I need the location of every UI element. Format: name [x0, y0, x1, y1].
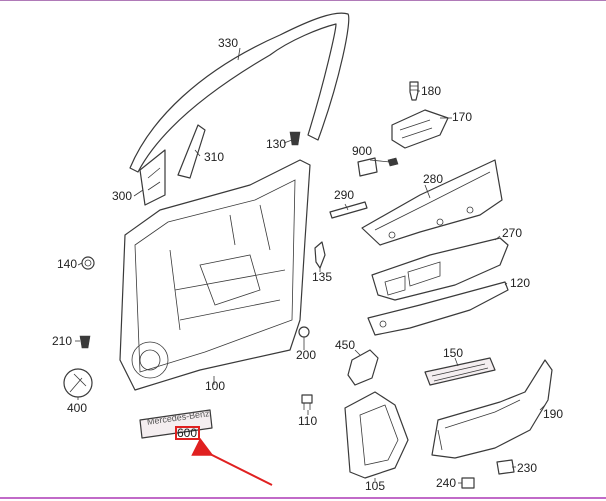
part-310-inner-trim[interactable] — [177, 124, 206, 179]
part-190-door-pocket[interactable] — [431, 359, 553, 459]
callout-170[interactable]: 170 — [452, 110, 473, 124]
callout-310[interactable]: 310 — [204, 150, 225, 164]
part-140-cap[interactable] — [81, 256, 95, 270]
callout-210[interactable]: 210 — [52, 334, 73, 348]
callout-290[interactable]: 290 — [334, 188, 355, 202]
callout-120[interactable]: 120 — [510, 276, 531, 290]
part-170-handle-bracket[interactable] — [391, 109, 449, 149]
part-280-panel-carrier[interactable] — [361, 159, 503, 246]
frame-top-line — [0, 0, 606, 1]
callout-600[interactable]: 600 — [177, 426, 198, 440]
part-135-bracket[interactable] — [314, 241, 326, 269]
highlight-box-600 — [175, 426, 200, 440]
part-110-clip[interactable] — [301, 394, 313, 410]
callout-230[interactable]: 230 — [517, 461, 538, 475]
callout-100[interactable]: 100 — [205, 379, 226, 393]
part-600-emblem[interactable] — [139, 409, 213, 439]
part-900-switch[interactable] — [357, 157, 399, 177]
frame-bottom-line — [0, 497, 606, 499]
part-130-clip[interactable] — [289, 131, 301, 146]
callout-330[interactable]: 330 — [218, 36, 239, 50]
callout-130[interactable]: 130 — [266, 137, 287, 151]
part-230-clip[interactable] — [496, 459, 515, 475]
callout-280[interactable]: 280 — [423, 172, 444, 186]
part-330-window-channel[interactable] — [129, 12, 350, 173]
part-105-speaker-cover[interactable] — [344, 391, 409, 479]
callout-400[interactable]: 400 — [67, 401, 88, 415]
part-210-clip[interactable] — [79, 335, 91, 349]
callout-450[interactable]: 450 — [335, 338, 356, 352]
part-200-screw[interactable] — [298, 326, 310, 345]
callout-900[interactable]: 900 — [352, 144, 373, 158]
part-300-mirror-cover[interactable] — [139, 149, 166, 206]
callout-180[interactable]: 180 — [421, 84, 442, 98]
part-150-pocket-insert[interactable] — [424, 357, 496, 386]
callout-190[interactable]: 190 — [543, 407, 564, 421]
part-180-screw[interactable] — [409, 81, 419, 101]
callout-240[interactable]: 240 — [436, 476, 457, 490]
callout-105[interactable]: 105 — [365, 479, 386, 493]
part-120-armrest-trim[interactable] — [367, 281, 509, 336]
leader-lines — [75, 47, 546, 484]
callout-200[interactable]: 200 — [296, 348, 317, 362]
callout-135[interactable]: 135 — [312, 270, 333, 284]
part-100-door-shell[interactable] — [119, 159, 311, 391]
part-400-tool[interactable] — [63, 368, 93, 398]
part-450-cover[interactable] — [347, 349, 379, 386]
callout-270[interactable]: 270 — [502, 226, 523, 240]
callout-300[interactable]: 300 — [112, 189, 133, 203]
callout-150[interactable]: 150 — [443, 346, 464, 360]
part-240-clip[interactable] — [461, 477, 475, 489]
highlight-arrow — [191, 437, 273, 486]
part-270-handle-trim[interactable] — [371, 237, 509, 301]
callout-110[interactable]: 110 — [298, 414, 318, 428]
callout-140[interactable]: 140 — [57, 257, 78, 271]
part-290-trim-strip[interactable] — [329, 201, 368, 219]
